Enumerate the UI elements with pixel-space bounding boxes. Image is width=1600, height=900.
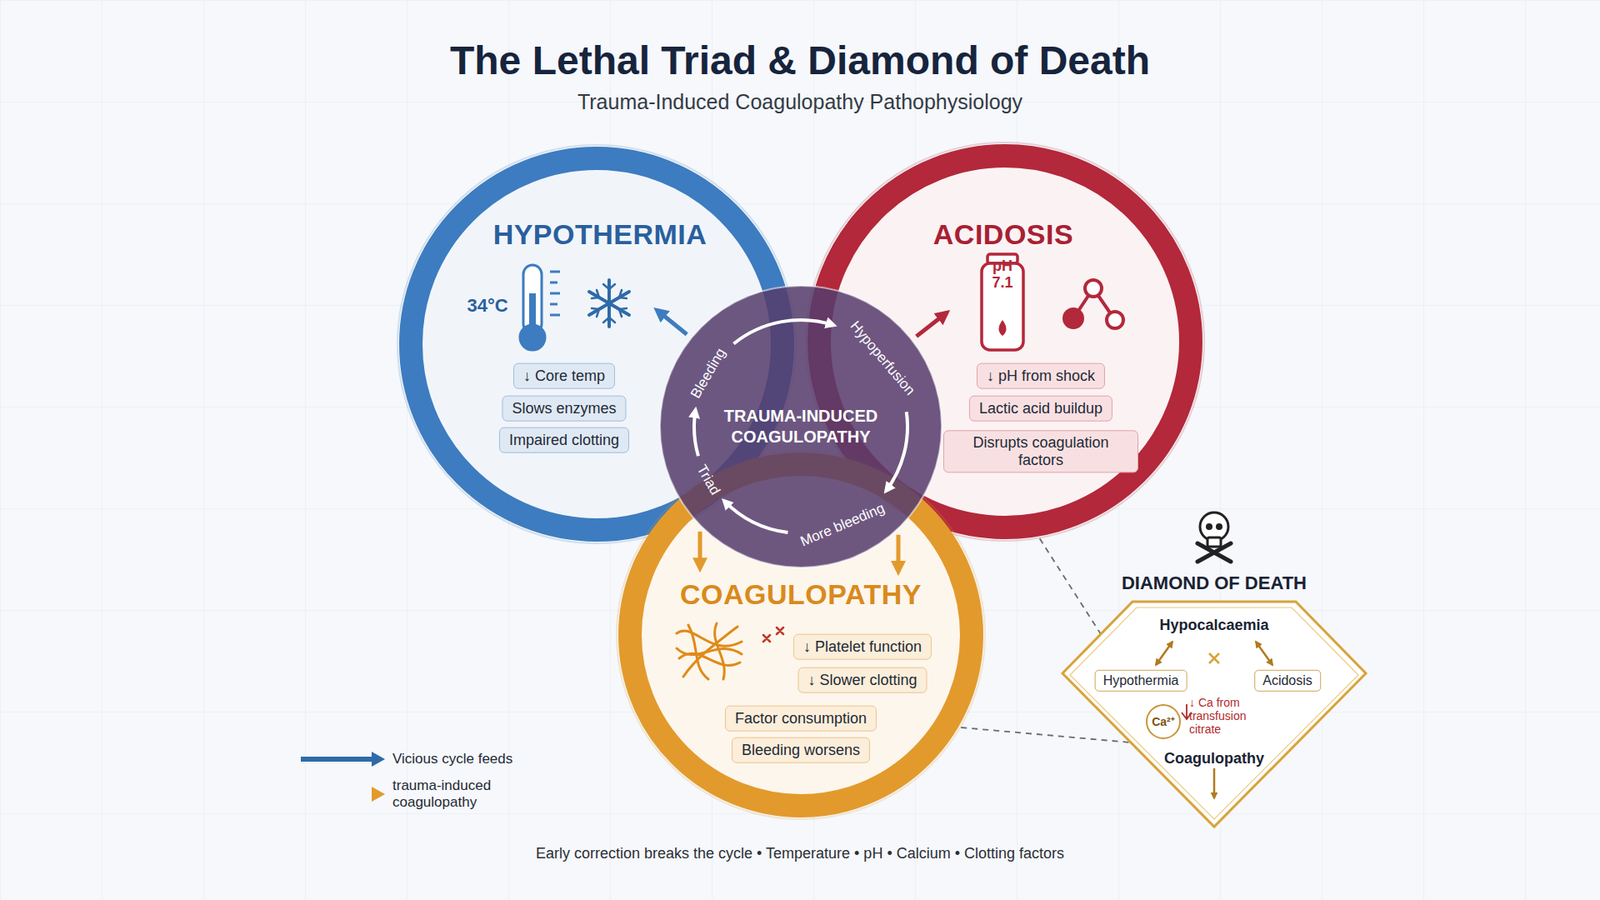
info-chip: ↓ Core temp — [513, 363, 615, 390]
circle-fill — [660, 285, 942, 568]
connector — [960, 727, 1131, 743]
connector — [1040, 538, 1101, 635]
node-text: ↓ Slower clotting — [807, 671, 917, 690]
thermometer-icon — [520, 325, 545, 350]
connector — [916, 312, 947, 336]
molecule-icon — [1064, 280, 1124, 329]
node-text: ↓ Ca from transfusion citrate — [1189, 695, 1273, 736]
cycle-arrow — [733, 320, 834, 345]
node-text: Bleeding worsens — [741, 741, 860, 760]
node-text: ↓ pH from shock — [986, 367, 1095, 385]
info-chip: Acidosis — [1254, 670, 1321, 692]
legend-text: Vicious cycle feeds — [392, 750, 513, 768]
circle-outline — [658, 284, 944, 570]
fibrin-mesh-icon — [715, 623, 725, 680]
node-text: Acidosis — [1262, 673, 1313, 689]
diamond-arrows — [1255, 641, 1273, 665]
caption: Early correction breaks the cycle • Temp… — [535, 845, 1065, 863]
cycle-arrow — [694, 410, 699, 456]
node-text: ↓ Platelet function — [803, 638, 922, 656]
molecule-icon — [1106, 311, 1124, 329]
node-text: Hypothermia — [1103, 673, 1180, 689]
connector — [698, 531, 703, 569]
legend-arrow — [371, 751, 385, 767]
node-text: Coagulopathy — [1164, 750, 1265, 768]
info-chip: ↓ Platelet function — [793, 634, 932, 660]
diamond-arrows — [1209, 653, 1220, 664]
diamond-of-death: DIAMOND OF DEATH Hypocalcaemia ↓ Ca from t… — [1055, 518, 1373, 831]
skull-icon — [1215, 523, 1223, 530]
cross-marks — [763, 627, 784, 642]
snowflake-icon — [589, 280, 630, 327]
node-title: HYPOTHERMIA — [493, 218, 708, 251]
node-text: 34°C — [466, 295, 508, 316]
fibrin-mesh-icon — [676, 630, 742, 646]
connector — [896, 535, 901, 572]
legend-arrow — [300, 751, 385, 802]
node-text: Slows enzymes — [511, 400, 616, 418]
node-text: Hypocalcaemia — [1159, 616, 1269, 635]
info-chip: Bleeding worsens — [731, 737, 870, 764]
skull-icon — [1197, 512, 1231, 562]
info-chip: Hypothermia — [1095, 670, 1188, 692]
diamond-arrows — [1213, 768, 1216, 799]
diamond-fill — [1062, 601, 1366, 827]
snowflake-icon — [589, 280, 630, 327]
legend-text: trauma-induced coagulopathy — [392, 777, 510, 810]
legend-arrow — [300, 791, 374, 797]
connector — [656, 310, 687, 335]
ph-vessel-icon — [981, 254, 1024, 350]
subtitle: Trauma-Induced Coagulopathy Pathophysiol… — [577, 90, 1023, 115]
molecule-icon — [1085, 280, 1102, 297]
legend-arrow — [371, 786, 385, 802]
cycle-arrow — [885, 411, 908, 491]
info-chip: Impaired clotting — [499, 427, 630, 454]
node-title: COAGULOPATHY — [680, 578, 922, 611]
thermometer-icon — [550, 271, 560, 315]
node-title: ACIDOSIS — [933, 218, 1074, 251]
legend-arrow — [300, 756, 374, 762]
circle-fill — [408, 153, 1194, 809]
diamond-outline — [1062, 601, 1366, 827]
info-chip: Disrupts coagulation factors — [943, 430, 1139, 473]
node-text: ↓ Core temp — [523, 367, 605, 385]
skull-icon — [1207, 537, 1221, 547]
title: The Lethal Triad & Diamond of Death — [450, 37, 1150, 84]
fibrin-mesh-icon — [676, 623, 742, 680]
center-circle: BleedingHypoperfusionMore bleedingTriadT… — [658, 284, 944, 570]
skull-icon — [1205, 523, 1213, 530]
info-chip: ↓ Slower clotting — [797, 667, 927, 694]
node-title: DIAMOND OF DEATH — [1121, 572, 1307, 594]
snowflake-icon — [591, 284, 627, 323]
thermometer-icon — [520, 265, 560, 350]
node-text: Factor consumption — [735, 710, 867, 728]
node-text: Impaired clotting — [509, 431, 620, 450]
diamond-inner-outline — [1070, 607, 1359, 820]
cross-marks — [763, 627, 784, 642]
info-chip: ↓ pH from shock — [976, 363, 1105, 390]
info-chip: Factor consumption — [725, 705, 877, 732]
ph-vessel-icon — [999, 320, 1007, 336]
calcium-circle: Ca²⁺ — [1145, 704, 1181, 740]
fibrin-mesh-icon — [676, 648, 742, 655]
molecule-icon — [1064, 309, 1083, 328]
info-chip: Lactic acid buildup — [969, 395, 1113, 422]
node-text: pH 7.1 — [984, 258, 1021, 292]
diamond-arrows — [1155, 641, 1173, 665]
diamond-fill — [1062, 601, 1366, 827]
node-text: Ca²⁺ — [1151, 715, 1175, 729]
node-text: Disrupts coagulation factors — [953, 434, 1129, 469]
node-text: Lactic acid buildup — [979, 400, 1103, 418]
info-chip: Slows enzymes — [501, 395, 626, 422]
node-title: TRAUMA-INDUCED COAGULOPATHY — [713, 405, 889, 448]
cycle-arrow — [724, 500, 788, 533]
